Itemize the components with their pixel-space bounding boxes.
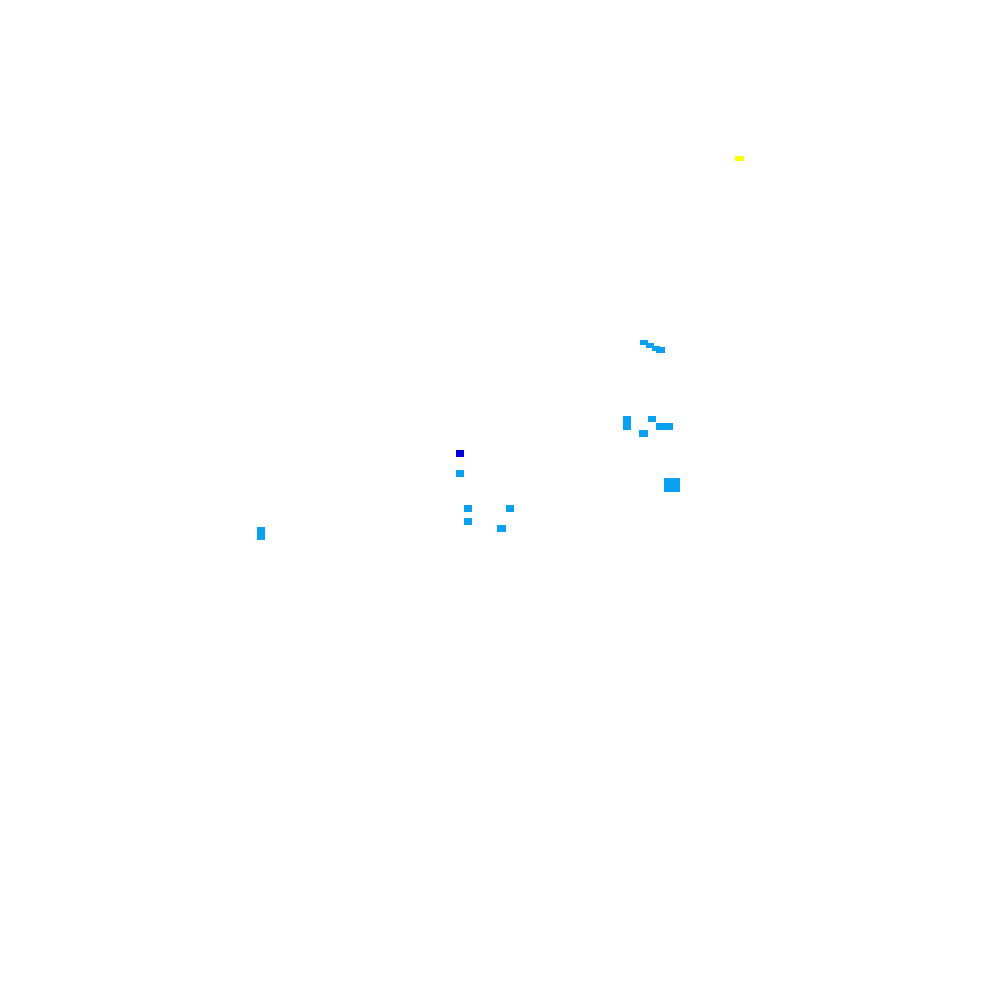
blue-speck [456,470,464,477]
blue-speck [464,518,472,525]
blue-speck [464,505,472,512]
dark-blue-speck [456,450,464,457]
blue-speck [640,340,648,345]
blue-speck [664,478,680,492]
blue-speck [656,347,665,353]
blue-speck [257,527,265,540]
blue-speck [506,505,514,512]
yellow-speck [735,156,744,161]
blue-speck [639,430,648,437]
blue-speck [497,525,506,532]
blue-speck [648,416,656,422]
blue-speck [656,423,673,430]
blue-speck [623,416,631,430]
blue-speck [646,343,654,348]
